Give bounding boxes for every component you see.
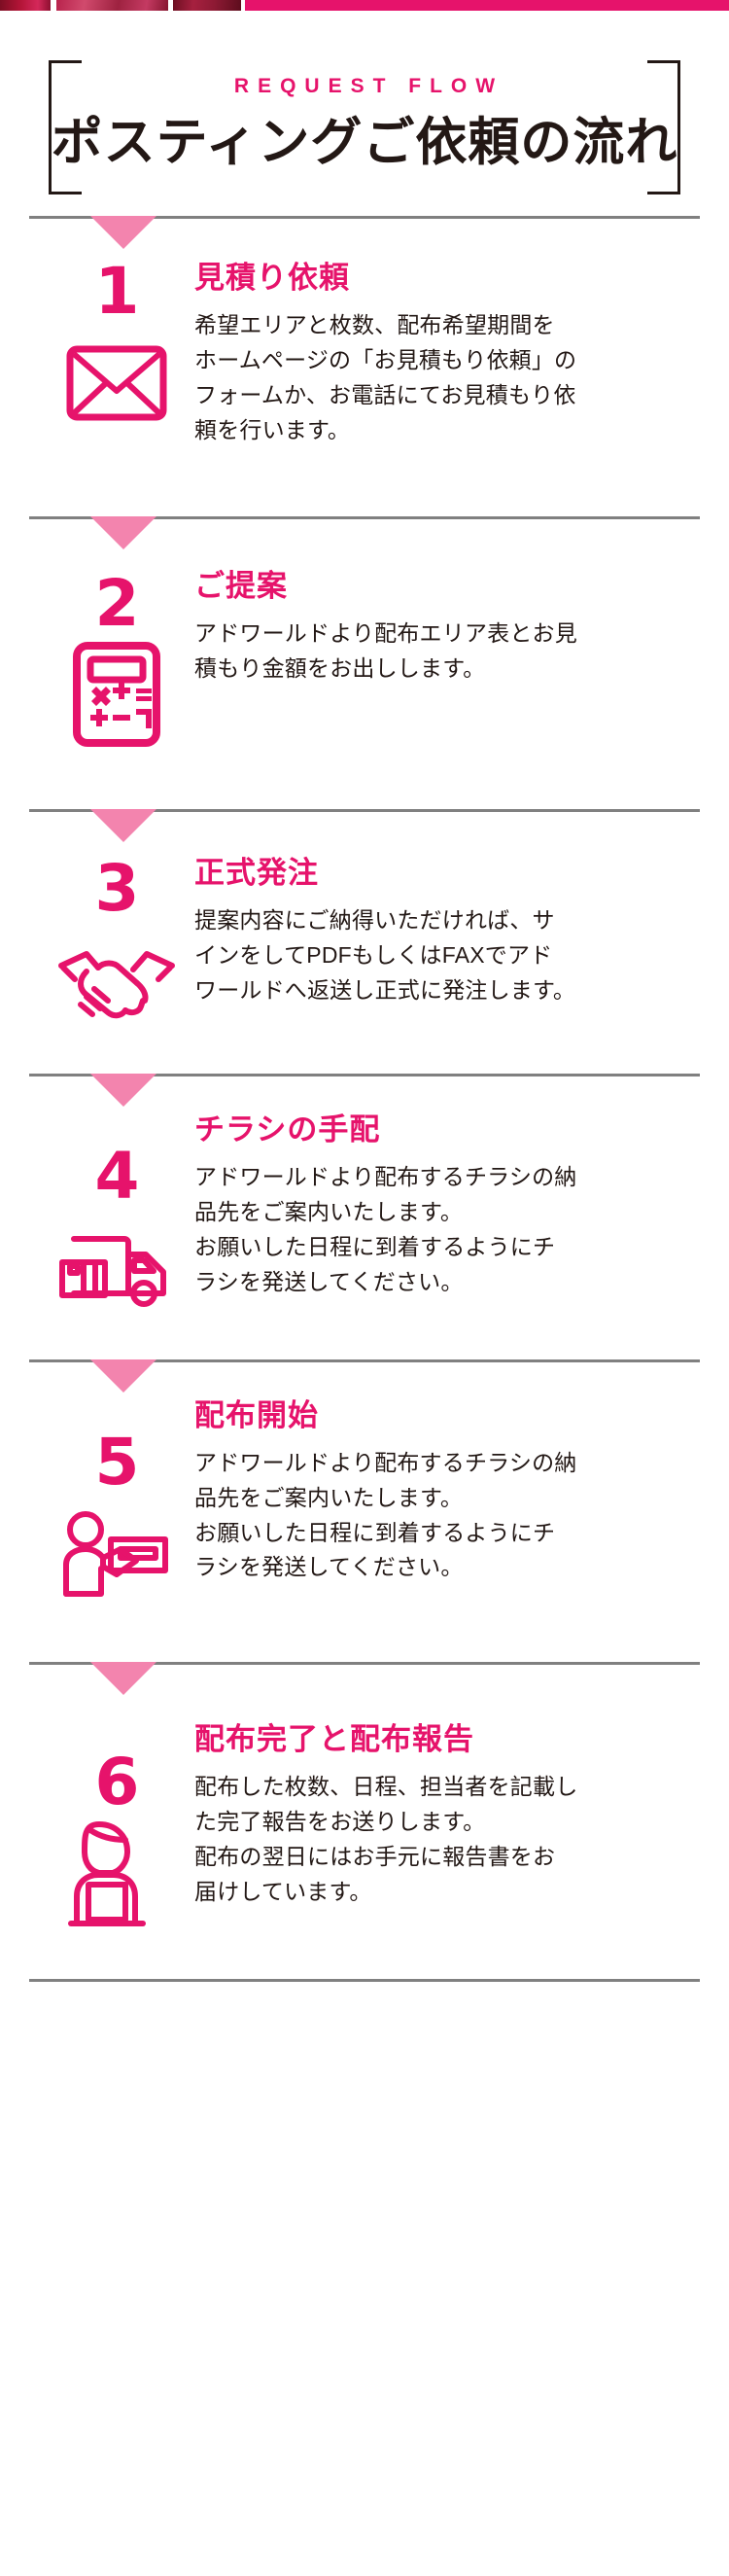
divider-line: [29, 1359, 700, 1362]
divider-line: [29, 515, 700, 519]
step-row: 1 見積り依頼 希望エリアと枚数、配布希望期間を ホームページの「お見積もり依頼…: [29, 217, 700, 448]
section-separator: [29, 809, 700, 843]
photo-thumb-3: [173, 0, 241, 11]
bracket-left-decoration: [49, 60, 82, 194]
bracket-right-decoration: [647, 60, 680, 194]
step-content: チラシの手配 アドワールドより配布するチラシの納 品先をご案内いたします。 お願…: [194, 1112, 700, 1300]
chevron-down-icon: [90, 1662, 156, 1696]
divider-line: [29, 1073, 700, 1076]
chevron-down-icon: [90, 216, 156, 249]
step-number: 5: [94, 1424, 140, 1500]
chevron-down-icon: [90, 1359, 156, 1393]
step-number: 3: [94, 851, 140, 927]
section-separator: [29, 1073, 700, 1107]
flyer-posting-icon: [39, 1502, 194, 1604]
section-separator: [29, 515, 700, 549]
section-separator: [29, 216, 700, 249]
step-description: 提案内容にご納得いただければ、サ インをしてPDFもしくはFAXでアド ワールド…: [194, 907, 576, 1004]
step-title: 配布完了と配布報告: [194, 1722, 474, 1757]
section-separator: [29, 1662, 700, 1696]
step-marker: 5: [29, 1397, 194, 1605]
step-marker: 6: [29, 1700, 194, 1927]
step-marker: 4: [29, 1112, 194, 1319]
step-marker: 3: [29, 857, 194, 1031]
envelope-icon: [39, 333, 194, 434]
delivery-truck-icon: [39, 1217, 194, 1319]
photo-thumb-2: [56, 0, 168, 11]
divider-line: [29, 1979, 700, 1983]
divider-line: [29, 216, 700, 219]
photo-gap-2: [168, 0, 173, 11]
chevron-down-icon: [90, 809, 156, 843]
step-title: 見積り依頼: [194, 261, 350, 295]
step-content: 配布完了と配布報告 配布した枚数、日程、担当者を記載し た完了報告をお送りします…: [194, 1700, 700, 1910]
step-row: 2 ご提案 アドワールドより配布エリア表とお見: [29, 517, 700, 748]
step-description: 希望エリアと枚数、配布希望期間を ホームページの「お見積もり依頼」の フォームか…: [194, 312, 577, 442]
step-title: 正式発注: [194, 856, 319, 891]
step-content: 見積り依頼 希望エリアと枚数、配布希望期間を ホームページの「お見積もり依頼」の…: [194, 261, 700, 448]
person-laptop-icon: [39, 1821, 194, 1927]
step-description: アドワールドより配布エリア表とお見 積もり金額をお出しします。: [194, 619, 577, 681]
divider-line: [29, 1662, 700, 1666]
divider-line: [29, 809, 700, 813]
step-description: アドワールドより配布するチラシの納 品先をご案内いたします。 お願いした日程に到…: [194, 1164, 577, 1294]
step-description: アドワールドより配布するチラシの納 品先をご案内いたします。 お願いした日程に到…: [194, 1449, 577, 1580]
header-eyebrow: REQUEST FLOW: [233, 75, 504, 97]
calculator-icon: [39, 642, 194, 748]
step-title: 配布開始: [194, 1397, 319, 1432]
section-separator: [29, 1359, 700, 1393]
photo-thumb-1: [0, 0, 51, 11]
step-number: 4: [94, 1138, 140, 1214]
final-separator: [29, 1979, 700, 1983]
pink-banner-fill: [245, 0, 488, 11]
step-row: 4 チラシの手配 アドワールドより配布す: [29, 1075, 700, 1319]
step-marker: 1: [29, 254, 194, 434]
request-flow-page: REQUEST FLOW ポスティングご依頼の流れ 1 見積り依頼 希望エリアと…: [29, 0, 700, 1983]
step-title: チラシの手配: [194, 1112, 381, 1147]
step-row: 5 配布開始 アドワールドより配布するチラシの納 品先をご案内いたします。 お願…: [29, 1360, 700, 1605]
step-content: 正式発注 提案内容にご納得いただければ、サ インをしてPDFもしくはFAXでアド…: [194, 857, 700, 1008]
page-title: ポスティングご依頼の流れ: [51, 114, 678, 171]
chevron-down-icon: [90, 515, 156, 549]
chevron-down-icon: [90, 1073, 156, 1107]
step-number: 1: [94, 254, 140, 329]
step-description: 配布した枚数、日程、担当者を記載し た完了報告をお送りします。 配布の翌日にはお…: [194, 1774, 578, 1905]
page-header: REQUEST FLOW ポスティングご依頼の流れ: [29, 0, 700, 194]
step-content: ご提案 アドワールドより配布エリア表とお見 積もり金額をお出しします。: [194, 568, 700, 687]
step-number: 6: [94, 1745, 140, 1820]
handshake-icon: [39, 930, 194, 1031]
top-photo-strip: [0, 0, 729, 11]
photo-gap-3: [241, 0, 245, 11]
step-row: 6 配布完了と配布報告 配布した枚数、日程、担当者を記載し た完了報告をお送りし…: [29, 1663, 700, 1927]
photo-gap-1: [51, 0, 56, 11]
step-row: 3: [29, 810, 700, 1031]
step-title: ご提案: [194, 568, 288, 603]
step-content: 配布開始 アドワールドより配布するチラシの納 品先をご案内いたします。 お願いし…: [194, 1397, 700, 1586]
step-marker: 2: [29, 565, 194, 748]
step-number: 2: [94, 565, 140, 641]
